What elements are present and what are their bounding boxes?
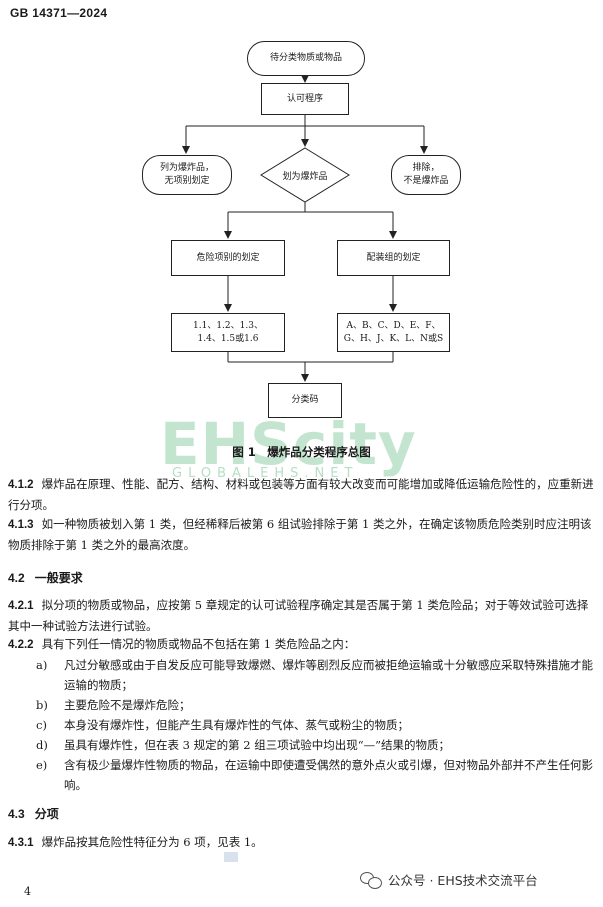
clause-number: 4.1.3 — [8, 519, 34, 531]
groups-line1: A、B、C、D、E、F、 — [346, 320, 441, 331]
outcome-classified-line1: 列为爆炸品， — [159, 163, 214, 173]
decision-node-label: 划为爆炸品 — [282, 172, 328, 182]
compat-group-label: 配装组的划定 — [366, 252, 421, 263]
list-item: c) 本身没有爆炸性，但能产生具有爆炸性的气体、蒸气或粉尘的物质； — [36, 715, 596, 735]
footer-brand: 公众号 · EHS技术交流平台 — [360, 870, 538, 889]
section-heading: 4.3 分项 — [8, 805, 59, 822]
wechat-icon — [360, 871, 382, 889]
list-item-label: e) — [36, 758, 48, 772]
section-title: 分项 — [34, 807, 59, 821]
outcome-excluded-line1: 排除， — [412, 163, 440, 173]
clause-text: 如一种物质被划入第 1 类，但经稀释后被第 6 组试验排除于第 1 类之外，在确… — [8, 517, 592, 552]
list-item-text: 凡过分敏感或由于自发反应可能导致爆燃、爆炸等剧烈反应而被拒绝运输或十分敏感应采取… — [64, 658, 593, 692]
outcome-excluded-node: 排除， 不是爆炸品 — [391, 155, 461, 195]
page-number: 4 — [24, 885, 31, 898]
approval-node: 认可程序 — [261, 83, 349, 115]
divisions-line1: 1.1、1.2、1.3、 — [193, 320, 263, 331]
section-title: 一般要求 — [34, 571, 83, 585]
standard-code: GB 14371—2024 — [10, 6, 108, 20]
groups-line2: G、H、J、K、L、N或S — [343, 333, 444, 344]
list-item: d) 虽具有爆炸性，但在表 3 规定的第 2 组三项试验中均出现“—”结果的物质… — [36, 735, 596, 755]
compat-group-node: 配装组的划定 — [337, 240, 450, 276]
clause-number: 4.2.2 — [8, 639, 34, 651]
hazard-division-label: 危险项别的划定 — [196, 252, 260, 263]
start-node: 待分类物质或物品 — [247, 41, 365, 76]
footer-brand-label: 公众号 · EHS技术交流平台 — [388, 873, 538, 888]
list-item-text: 含有极少量爆炸性物质的物品，在运输中即使遭受偶然的意外点火或引爆，但对物品外部并… — [64, 758, 593, 792]
clause-number: 4.1.2 — [8, 479, 34, 491]
list-item-label: c) — [36, 718, 47, 732]
list-item: b) 主要危险不是爆炸危险； — [36, 695, 596, 715]
clause-4-2-2: 4.2.2 具有下列任一情况的物质或物品不包括在第 1 类危险品之内： — [8, 634, 596, 655]
list-item-label: b) — [36, 698, 48, 712]
outcome-classified-line2: 无项别划定 — [164, 176, 210, 186]
divisions-line2: 1.4、1.5或1.6 — [197, 333, 259, 344]
section-number: 4.3 — [8, 807, 25, 821]
groups-node: A、B、C、D、E、F、 G、H、J、K、L、N或S — [337, 313, 450, 352]
flowchart-lines — [182, 75, 428, 382]
list-item-label: a) — [36, 658, 48, 672]
list-item: a) 凡过分敏感或由于自发反应可能导致爆燃、爆炸等剧烈反应而被拒绝运输或十分敏感… — [36, 655, 596, 695]
approval-node-label: 认可程序 — [286, 93, 323, 104]
watermark-subtitle: GLOBALEHS.NET — [172, 466, 359, 481]
class-code-label: 分类码 — [291, 395, 319, 405]
clause-text: 拟分项的物质或物品，应按第 5 章规定的认可试验程序确定其是否属于第 1 类危险… — [8, 598, 589, 633]
class-code-node: 分类码 — [268, 383, 342, 418]
outcome-excluded-line2: 不是爆炸品 — [403, 176, 449, 186]
list-item-text: 主要危险不是爆炸危险； — [64, 698, 191, 712]
hazard-division-node: 危险项别的划定 — [171, 240, 285, 276]
clause-number: 4.3.1 — [8, 837, 34, 849]
clause-number: 4.2.1 — [8, 600, 34, 612]
clause-text: 具有下列任一情况的物质或物品不包括在第 1 类危险品之内： — [41, 637, 356, 651]
start-node-label: 待分类物质或物品 — [269, 53, 342, 63]
list-item-label: d) — [36, 738, 48, 752]
section-number: 4.2 — [8, 571, 25, 585]
clause-text: 爆炸品按其危险性特征分为 6 项，见表 1。 — [41, 835, 263, 849]
outcome-classified-node: 列为爆炸品， 无项别划定 — [142, 155, 232, 195]
list-item-text: 本身没有爆炸性，但能产生具有爆炸性的气体、蒸气或粉尘的物质； — [64, 718, 409, 732]
clause-4-3-1: 4.3.1 爆炸品按其危险性特征分为 6 项，见表 1。 — [8, 832, 596, 853]
clause-text: 爆炸品在原理、性能、配方、结构、材料或包装等方面有较大改变而可能增加或降低运输危… — [8, 477, 594, 512]
list-item-text: 虽具有爆炸性，但在表 3 规定的第 2 组三项试验中均出现“—”结果的物质； — [64, 738, 451, 752]
stamp-mark — [224, 852, 238, 862]
section-heading: 4.2 一般要求 — [8, 569, 83, 586]
figure-caption: 图 1 爆炸品分类程序总图 — [232, 445, 371, 459]
divisions-node: 1.1、1.2、1.3、 1.4、1.5或1.6 — [171, 313, 285, 352]
list-item: e) 含有极少量爆炸性物质的物品，在运输中即使遭受偶然的意外点火或引爆，但对物品… — [36, 755, 596, 795]
